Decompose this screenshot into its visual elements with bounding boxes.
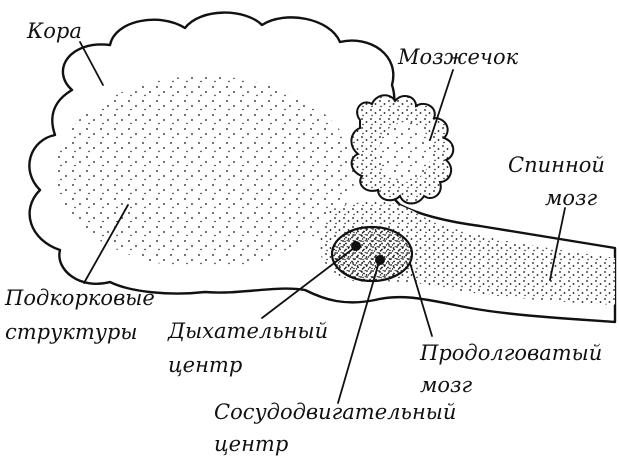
label-vasomotor-2: центр <box>214 432 288 456</box>
label-respiratory-2: центр <box>168 353 242 377</box>
label-medulla-1: Продолговатый <box>419 341 602 365</box>
leader-respiratory <box>262 248 354 318</box>
label-spinal-cord-2: мозг <box>545 186 598 210</box>
medulla-oval <box>332 227 412 281</box>
label-subcortical-1: Подкорковые <box>4 286 155 310</box>
cerebellum <box>351 95 453 203</box>
label-cerebellum: Мозжечок <box>397 45 519 69</box>
label-respiratory-1: Дыхательный <box>167 319 328 343</box>
vasomotor-center-dot <box>375 255 385 265</box>
label-spinal-cord-1: Спинной <box>508 153 605 177</box>
subcortical-region <box>55 76 355 268</box>
label-medulla-2: мозг <box>420 373 473 397</box>
leader-cortex <box>80 42 103 85</box>
label-cortex: Кора <box>26 19 82 43</box>
leader-vasomotor <box>338 262 379 403</box>
label-vasomotor-1: Сосудодвигательный <box>214 400 456 424</box>
label-subcortical-2: структуры <box>5 320 137 344</box>
